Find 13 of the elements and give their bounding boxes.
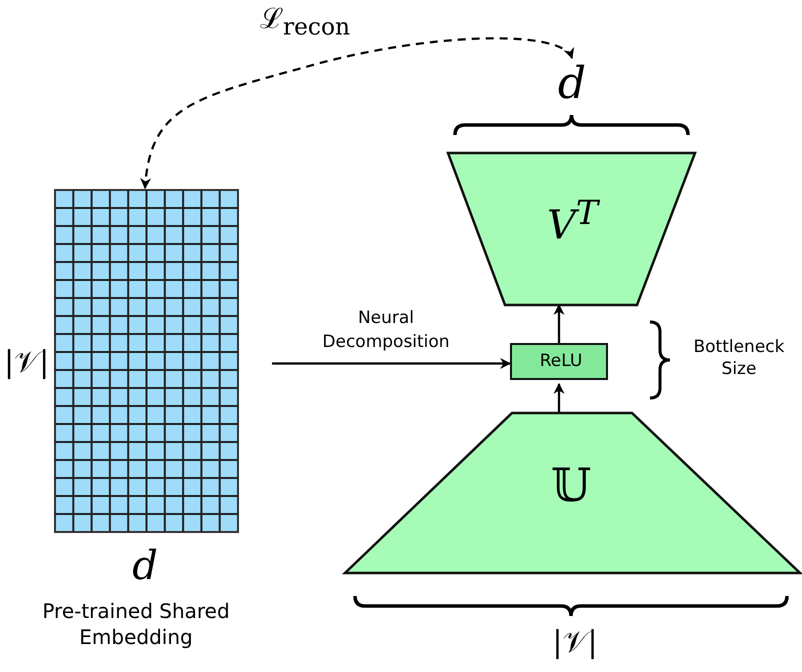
- math-label: |𝒱|: [4, 344, 44, 382]
- arrow: [140, 37, 573, 190]
- node-label: Pre-trained Shared Embedding: [41, 598, 231, 650]
- math-label: |𝒱|: [551, 624, 599, 662]
- arrow: [554, 304, 564, 343]
- math-label: 𝕌: [550, 460, 592, 511]
- relu-box: ReLU: [510, 343, 608, 380]
- math-label: V$^{T}$: [546, 195, 601, 248]
- math-label: d: [131, 542, 159, 591]
- arrow: [554, 382, 564, 413]
- arrow: [272, 358, 512, 369]
- math-label: d: [556, 57, 588, 111]
- annotation: Bottleneck Size: [692, 336, 786, 380]
